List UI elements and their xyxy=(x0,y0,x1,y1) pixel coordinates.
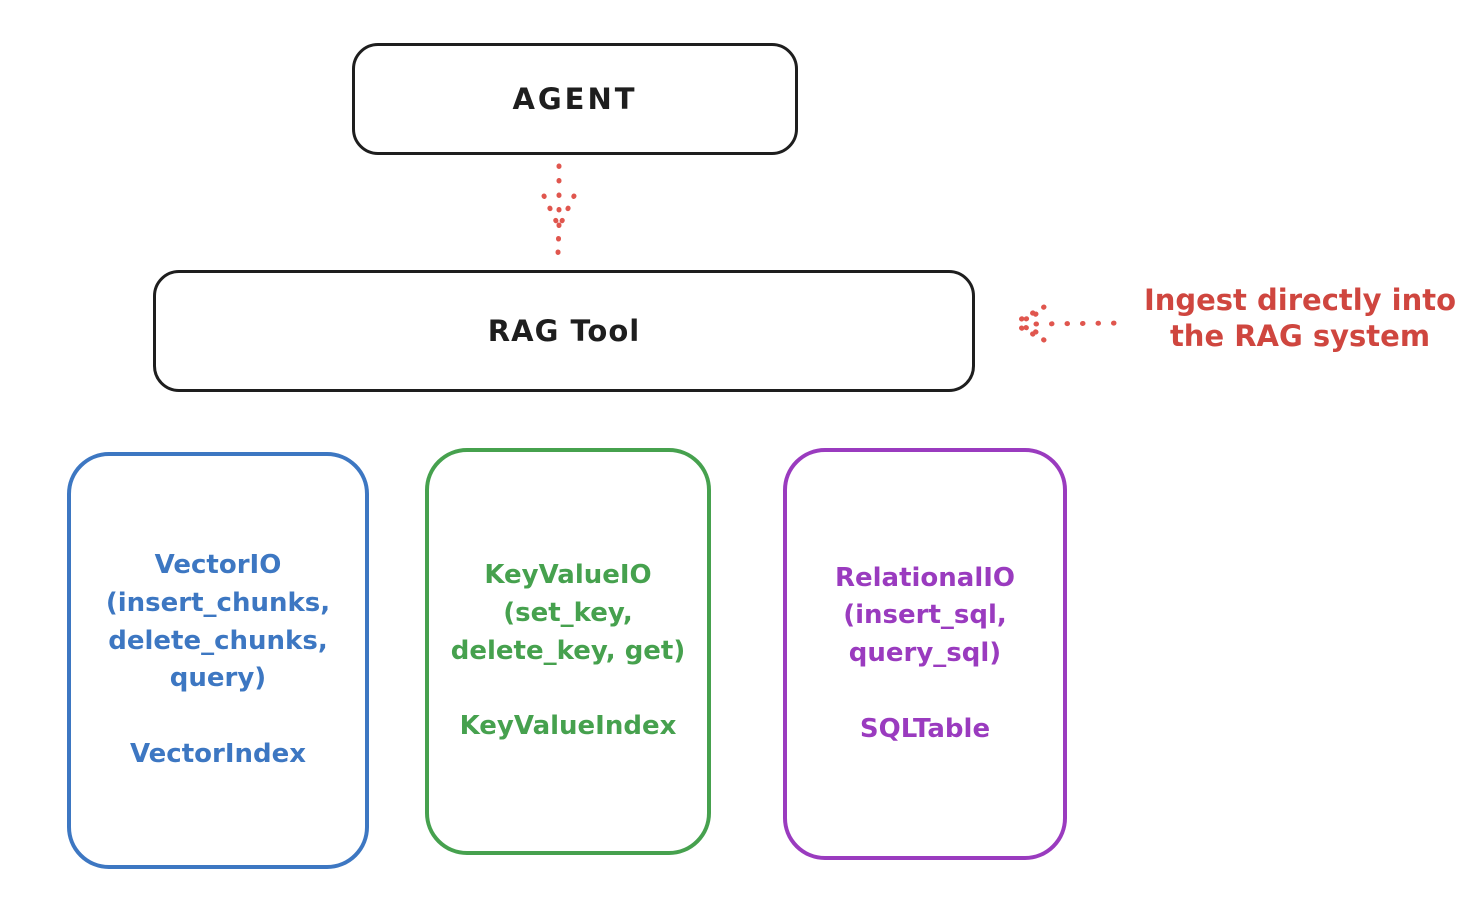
vector-io-node: VectorIO (insert_chunks, delete_chunks, … xyxy=(67,452,369,869)
annotation-to-rag-dotted-arrow-left-icon xyxy=(1011,304,1123,343)
vector-index-label: VectorIndex xyxy=(129,739,307,770)
key-value-io-methods: KeyValueIO (set_key, delete_key, get) xyxy=(450,560,686,666)
key-value-io-node: KeyValueIO (set_key, delete_key, get) Ke… xyxy=(425,448,711,855)
rag-tool-label: RAG Tool xyxy=(487,314,641,348)
sql-table-label: SQLTable xyxy=(859,713,991,744)
rag-tool-node: RAG Tool xyxy=(153,270,975,392)
relational-io-methods: RelationalIO (insert_sql, query_sql) xyxy=(834,562,1016,668)
agent-node: AGENT xyxy=(352,43,798,155)
key-value-index-label: KeyValueIndex xyxy=(459,711,677,742)
agent-to-rag-dotted-arrow-down-icon xyxy=(541,163,577,256)
relational-io-node: RelationalIO (insert_sql, query_sql) SQL… xyxy=(783,448,1067,860)
ingest-annotation: Ingest directly into the RAG system xyxy=(1143,283,1457,354)
vector-io-methods: VectorIO (insert_chunks, delete_chunks, … xyxy=(105,550,331,694)
agent-label: AGENT xyxy=(512,82,638,116)
